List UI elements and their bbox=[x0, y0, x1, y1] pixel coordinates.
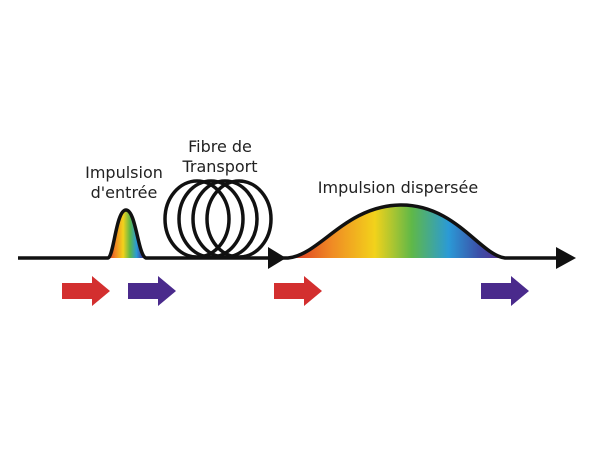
red-arrow-icon bbox=[62, 276, 110, 306]
dispersed-pulse-spectrum bbox=[288, 204, 505, 258]
purple-arrow-icon bbox=[481, 276, 529, 306]
input-pulse-spectrum bbox=[108, 210, 146, 258]
input-pulse-label-line1: Impulsion bbox=[85, 163, 163, 182]
fiber-label-line2: Transport bbox=[181, 157, 257, 176]
fiber-coil-icon bbox=[163, 179, 273, 259]
input-pulse-label-line2: d'entrée bbox=[91, 183, 158, 202]
red-arrow-icon bbox=[274, 276, 322, 306]
dispersed-pulse-label: Impulsion dispersée bbox=[318, 178, 478, 197]
end-arrowhead bbox=[556, 247, 576, 269]
fiber-label-line1: Fibre de bbox=[188, 137, 252, 156]
purple-arrow-icon bbox=[128, 276, 176, 306]
signal-line bbox=[18, 203, 560, 260]
mid-arrowhead bbox=[268, 247, 286, 269]
